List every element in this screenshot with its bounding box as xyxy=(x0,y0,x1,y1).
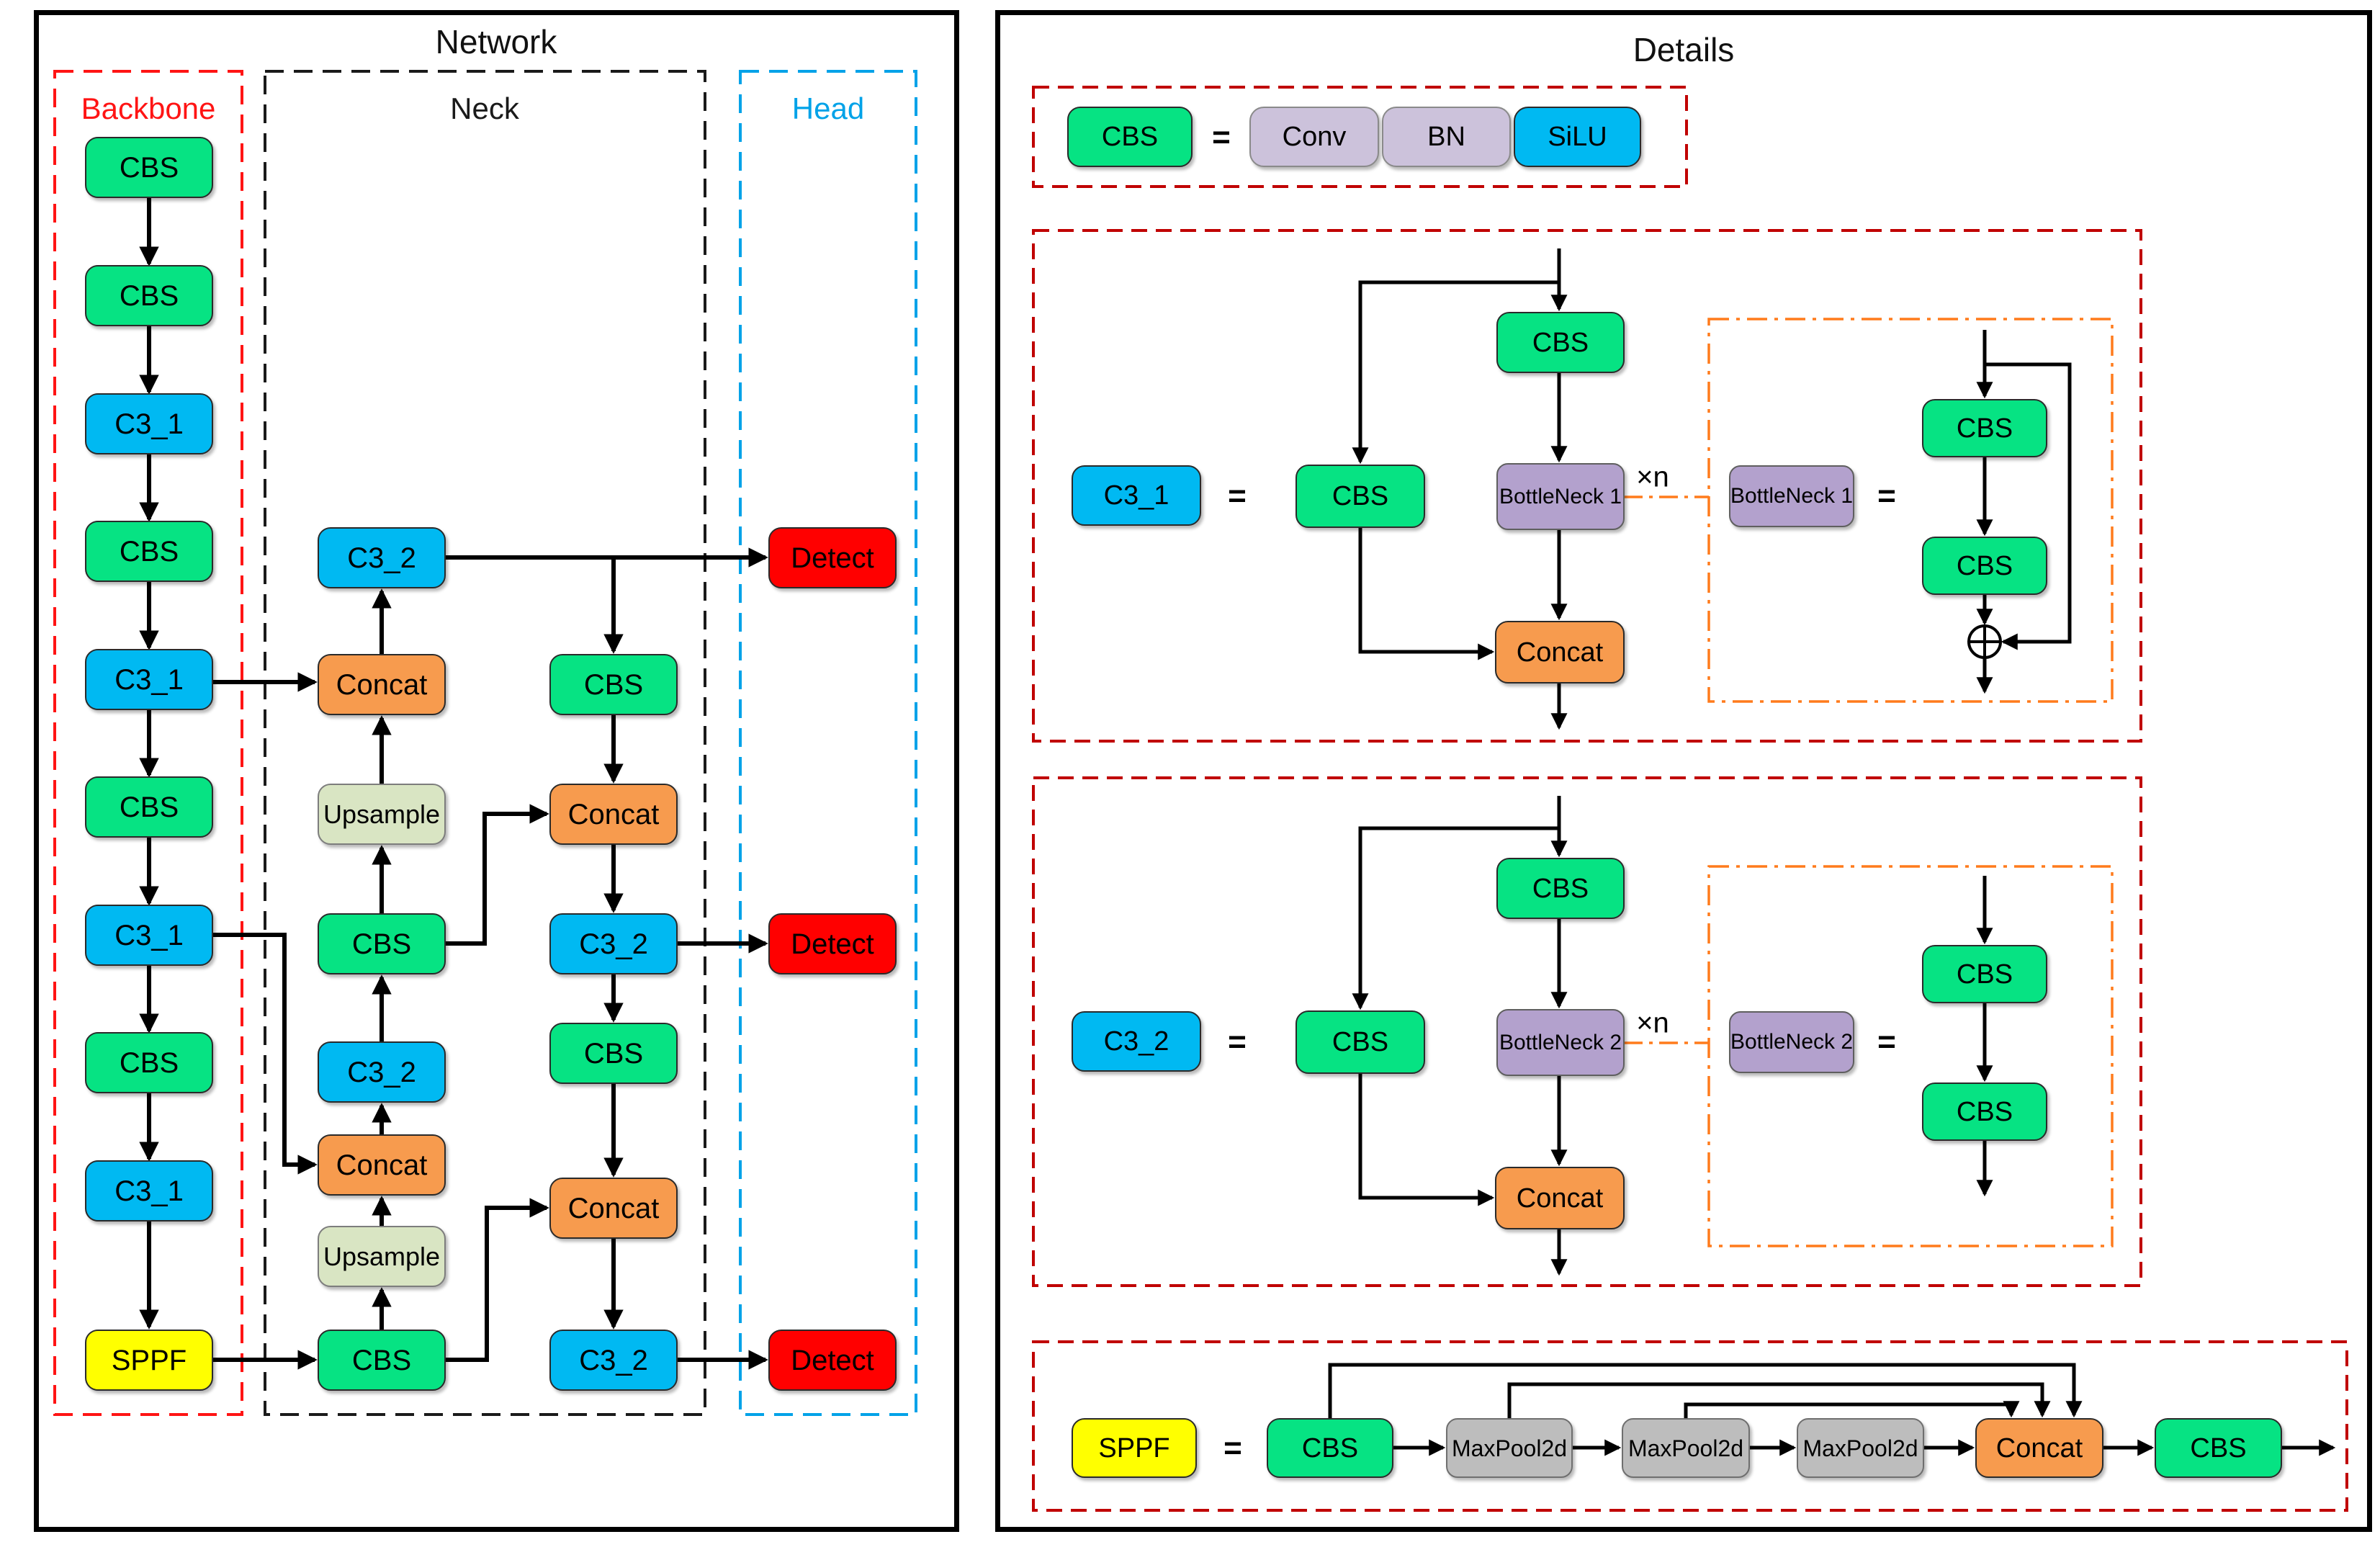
neck-region-outline xyxy=(264,70,706,1416)
backbone-node-cbs-5: CBS xyxy=(85,1032,213,1093)
head-label: Head xyxy=(791,91,865,125)
backbone-node-cbs-3: CBS xyxy=(85,521,213,582)
head-region-outline xyxy=(739,70,917,1416)
sppfdef-cbs-in: CBS xyxy=(1267,1418,1393,1478)
backbone-node-cbs-4: CBS xyxy=(85,776,213,838)
backbone-node-sppf: SPPF xyxy=(85,1330,213,1391)
c31def-bottleneck1: BottleNeck 1 xyxy=(1496,463,1625,530)
backbone-node-cbs-2: CBS xyxy=(85,265,213,326)
bn2def-equals: = xyxy=(1877,1024,1896,1059)
c31def-equals: = xyxy=(1228,478,1247,514)
c31def-cbs-left: CBS xyxy=(1295,465,1425,528)
neck-node-concat-4: Concat xyxy=(549,1178,678,1239)
bn1def-lhs: BottleNeck 1 xyxy=(1729,465,1854,527)
neck-label: Neck xyxy=(450,91,519,125)
neck-node-cbs-1: CBS xyxy=(318,913,446,974)
neck-node-c32-right-1: C3_2 xyxy=(549,913,678,974)
c31-def-outline xyxy=(1032,229,2142,743)
c32def-cbs-top: CBS xyxy=(1496,858,1625,919)
neck-node-concat-1: Concat xyxy=(318,654,446,715)
sppfdef-concat: Concat xyxy=(1975,1418,2103,1478)
bn2def-lhs: BottleNeck 2 xyxy=(1729,1011,1854,1073)
cbsdef-equals: = xyxy=(1212,120,1231,155)
backbone-node-c31-4: C3_1 xyxy=(85,1160,213,1222)
neck-node-c32-mid: C3_2 xyxy=(318,1041,446,1103)
c31def-concat: Concat xyxy=(1495,621,1625,683)
sppfdef-equals: = xyxy=(1223,1430,1242,1466)
c32def-concat: Concat xyxy=(1495,1167,1625,1229)
backbone-node-c31-2: C3_1 xyxy=(85,649,213,710)
neck-node-upsample-2: Upsample xyxy=(318,1226,446,1287)
backbone-node-c31-3: C3_1 xyxy=(85,905,213,966)
sppfdef-maxpool-1: MaxPool2d xyxy=(1446,1418,1573,1478)
bn1def-cbs-top: CBS xyxy=(1922,399,2047,457)
c31def-repeat-n: ×n xyxy=(1636,461,1669,493)
network-title: Network xyxy=(435,23,557,60)
sppfdef-cbs-out: CBS xyxy=(2155,1418,2282,1478)
c32-def-outline xyxy=(1032,776,2142,1287)
c31def-lhs: C3_1 xyxy=(1072,465,1201,526)
region-outlines xyxy=(53,70,2348,1512)
c32def-repeat-n: ×n xyxy=(1636,1007,1669,1039)
cbsdef-conv: Conv xyxy=(1249,107,1379,167)
add-icon xyxy=(1967,624,2002,659)
neck-node-cbs-3: CBS xyxy=(549,654,678,715)
bn2def-cbs-bottom: CBS xyxy=(1922,1082,2047,1141)
backbone-node-c31-1: C3_1 xyxy=(85,393,213,454)
neck-node-cbs-4: CBS xyxy=(549,1023,678,1084)
c32def-bottleneck2: BottleNeck 2 xyxy=(1496,1009,1625,1076)
details-arrows xyxy=(1328,248,2336,1456)
head-node-detect-3: Detect xyxy=(768,1330,897,1391)
network-panel xyxy=(34,10,959,1532)
c32def-lhs: C3_2 xyxy=(1072,1011,1201,1072)
cbsdef-lhs-cbs: CBS xyxy=(1067,107,1193,167)
bottleneck1-def-outline xyxy=(1707,318,2114,703)
neck-node-concat-2: Concat xyxy=(318,1134,446,1196)
backbone-label: Backbone xyxy=(81,91,216,125)
bottleneck2-def-outline xyxy=(1707,865,2114,1247)
network-arrows xyxy=(139,198,768,1370)
neck-node-concat-3: Concat xyxy=(549,784,678,845)
backbone-node-cbs-1: CBS xyxy=(85,137,213,198)
sppfdef-maxpool-2: MaxPool2d xyxy=(1622,1418,1750,1478)
bottleneck-ref-connectors xyxy=(1624,496,1709,1044)
cbs-def-outline xyxy=(1032,86,1688,188)
bn1def-equals: = xyxy=(1877,478,1896,514)
bn2def-cbs-top: CBS xyxy=(1922,945,2047,1003)
cbsdef-bn: BN xyxy=(1382,107,1511,167)
sppfdef-lhs: SPPF xyxy=(1072,1418,1197,1478)
head-node-detect-1: Detect xyxy=(768,527,897,588)
bn1def-cbs-bottom: CBS xyxy=(1922,537,2047,595)
details-panel xyxy=(995,10,2372,1532)
neck-node-c32-right-2: C3_2 xyxy=(549,1330,678,1391)
backbone-region-outline xyxy=(53,70,243,1416)
neck-node-cbs-2: CBS xyxy=(318,1330,446,1391)
cbsdef-silu: SiLU xyxy=(1514,107,1641,167)
head-node-detect-2: Detect xyxy=(768,913,897,974)
sppfdef-maxpool-3: MaxPool2d xyxy=(1797,1418,1924,1478)
details-title: Details xyxy=(1633,31,1735,68)
sppf-def-outline xyxy=(1032,1340,2348,1512)
c31def-cbs-top: CBS xyxy=(1496,312,1625,373)
neck-node-upsample-1: Upsample xyxy=(318,784,446,845)
c32def-equals: = xyxy=(1228,1024,1247,1059)
neck-node-c32-top: C3_2 xyxy=(318,527,446,588)
c32def-cbs-left: CBS xyxy=(1295,1010,1425,1074)
